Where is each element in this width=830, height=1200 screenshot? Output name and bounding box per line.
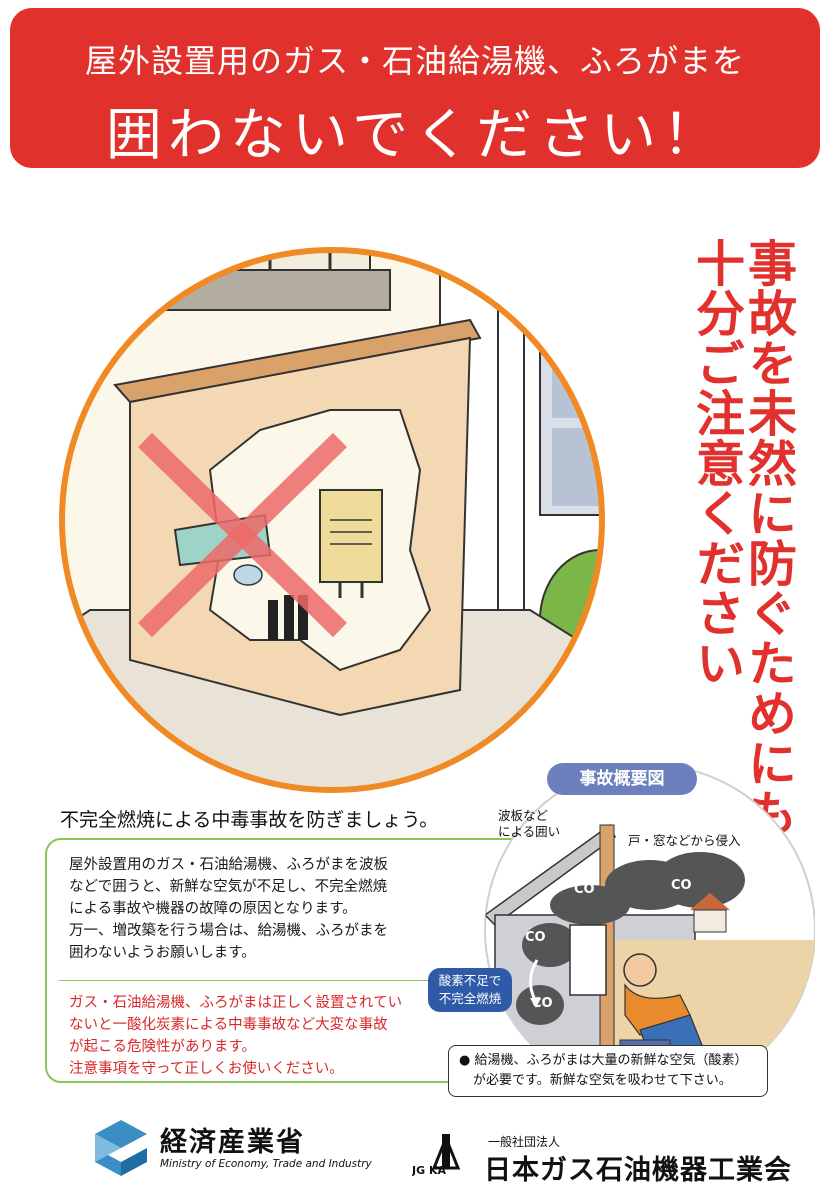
info-line: などで囲うと、新鮮な空気が不足し、不完全燃焼 [69, 879, 388, 895]
co-label: CO [671, 878, 692, 893]
warning-text: ガス・石油給湯機、ふろがまは正しく設置されてい ないと一酸化炭素による中毒事故な… [69, 992, 549, 1080]
diagram-title: 事故概要図 [547, 763, 697, 795]
slogan-line-2: 十分ご注意ください [688, 238, 745, 688]
info-line: 屋外設置用のガス・石油給湯機、ふろがまを波板 [69, 857, 388, 873]
slogan-line-1: 事故を未然に防ぐためにも [740, 238, 797, 838]
enclosure-label: 波板など による囲い [498, 808, 560, 840]
oxygen-shortage-badge: 酸素不足で 不完全燃焼 [428, 968, 512, 1012]
intrusion-label: 戸・窓などから侵入 [628, 833, 741, 848]
info-box: 屋外設置用のガス・石油給湯機、ふろがまを波板 などで囲うと、新鮮な空気が不足し、… [45, 838, 575, 1083]
info-line: 万一、増改築を行う場合は、給湯機、ふろがまを [69, 923, 388, 939]
meti-name: 経済産業省 [160, 1127, 305, 1158]
jgka-logo-mark: JG KA [412, 1133, 461, 1176]
enclosure-label-line: による囲い [498, 824, 561, 839]
note-line: ● 給湯機、ふろがまは大量の新鮮な空気（酸素） [459, 1053, 748, 1068]
jgka-legal-type: 一般社団法人 [488, 1135, 561, 1149]
note-line: が必要です。新鮮な空気を吸わせて下さい。 [473, 1073, 732, 1088]
badge-line: 酸素不足で [438, 973, 502, 988]
warning-line: ガス・石油給湯機、ふろがまは正しく設置されてい [69, 995, 403, 1011]
co-label: CO [525, 930, 546, 945]
warning-line: が起こる危険性があります。 [69, 1039, 257, 1055]
jgka-mark-text: JG KA [412, 1164, 446, 1176]
co-label: CO [574, 882, 595, 897]
enclosure-label-line: 波板など [498, 808, 549, 823]
warning-line: 注意事項を守って正しくお使いください。 [69, 1061, 344, 1077]
badge-line: 不完全燃焼 [438, 991, 502, 1006]
header-title: 囲わないでください！ [105, 103, 725, 168]
meti-english-name: Ministry of Economy, Trade and Industry [160, 1158, 372, 1170]
info-line: による事故や機器の故障の原因となります。 [69, 901, 357, 917]
header-subtitle: 屋外設置用のガス・石油給湯機、ふろがまを [84, 42, 745, 80]
jgka-name: 日本ガス石油機器工業会 [484, 1155, 792, 1186]
diagram-note: ● 給湯機、ふろがまは大量の新鮮な空気（酸素） が必要です。新鮮な空気を吸わせて… [448, 1045, 768, 1097]
enclosed-heater-illustration [59, 247, 605, 793]
warning-line: ないと一酸化炭素による中毒事故など大変な事故 [69, 1017, 388, 1033]
box-divider [59, 980, 561, 981]
info-body: 屋外設置用のガス・石油給湯機、ふろがまを波板 などで囲うと、新鮮な空気が不足し、… [69, 854, 549, 964]
section-heading: 不完全燃焼による中毒事故を防ぎましょう。 [60, 809, 439, 831]
info-line: 囲わないようお願いします。 [69, 945, 256, 961]
co-label: CO [532, 996, 553, 1011]
meti-logo [95, 1120, 147, 1176]
header-banner: 屋外設置用のガス・石油給湯機、ふろがまを 囲わないでください！ [10, 8, 820, 168]
